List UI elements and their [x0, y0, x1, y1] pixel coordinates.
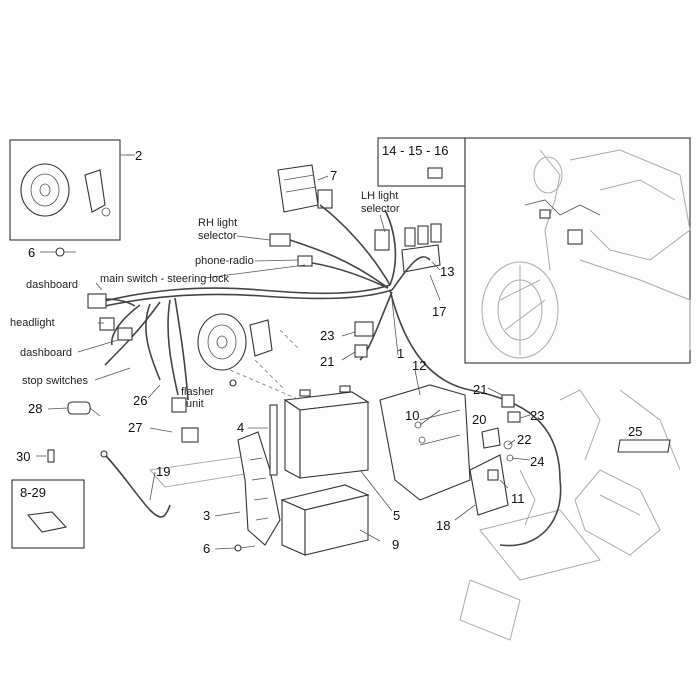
voltage-regulator: [277, 164, 333, 213]
label-lh-light: LH light: [361, 190, 398, 202]
callout-23-right: 23: [530, 408, 544, 423]
callout-25: 25: [628, 424, 642, 439]
rod: [269, 404, 278, 476]
callout-1: 1: [397, 346, 404, 361]
label-main-switch: main switch - steering lock: [100, 273, 229, 285]
label-dashboard-top: dashboard: [26, 279, 78, 291]
fuses-range-label: 14 - 15 - 16: [382, 143, 449, 158]
label-flasher-unit: unit: [186, 398, 204, 410]
horn-inset: [9, 139, 135, 241]
scooter-inset: [464, 137, 691, 364]
callout-4: 4: [237, 420, 244, 435]
label-rh-selector: selector: [198, 230, 237, 242]
label-phone-radio: phone-radio: [195, 255, 254, 267]
callout-21-left: 21: [320, 354, 334, 369]
misc-parts: [47, 247, 301, 552]
callout-27: 27: [128, 420, 142, 435]
callout-6-bottom: 6: [203, 541, 210, 556]
battery-tray: [280, 484, 370, 556]
battery-holder: [379, 384, 471, 501]
callout-9: 9: [392, 537, 399, 552]
bracket-range-label: 8-29: [20, 485, 46, 500]
callout-22: 22: [517, 432, 531, 447]
leader-lines: [36, 154, 531, 550]
callout-17: 17: [432, 304, 446, 319]
callout-12: 12: [412, 358, 426, 373]
label-flasher: flasher: [181, 386, 214, 398]
callout-7: 7: [330, 168, 337, 183]
callout-13: 13: [440, 264, 454, 279]
callout-3: 3: [203, 508, 210, 523]
horn: [197, 313, 273, 371]
callout-23-left: 23: [320, 328, 334, 343]
label-headlight: headlight: [10, 317, 55, 329]
callout-21-right: 21: [473, 382, 487, 397]
callout-20: 20: [472, 412, 486, 427]
label-dashboard-mid: dashboard: [20, 347, 72, 359]
battery: [283, 385, 370, 479]
callout-11: 11: [511, 491, 525, 506]
callout-26: 26: [133, 393, 147, 408]
label-stop-switches: stop switches: [22, 375, 89, 387]
callout-numbers: 2 6 7 13 17 23 21 1 12 26 28 27 4 10 21 …: [16, 143, 642, 556]
small-parts: [469, 394, 521, 516]
callout-19: 19: [156, 464, 170, 479]
fuses-inset: [377, 137, 466, 187]
bracket-inset: [11, 479, 85, 549]
callout-28: 28: [28, 401, 42, 416]
callout-24: 24: [530, 454, 544, 469]
chassis-ghost: [149, 389, 681, 641]
flasher-unit: [171, 397, 199, 443]
callout-18: 18: [436, 518, 450, 533]
text-labels: RH light selector LH light selector phon…: [10, 190, 400, 410]
callout-5: 5: [393, 508, 400, 523]
label-rh-light: RH light: [198, 217, 237, 229]
callout-10: 10: [405, 408, 419, 423]
side-cover: [237, 431, 281, 546]
callout-30: 30: [16, 449, 30, 464]
callout-2: 2: [135, 148, 142, 163]
wiring-harness: [99, 204, 562, 547]
callout-6-top: 6: [28, 245, 35, 260]
strip-25: [617, 439, 671, 453]
connectors: [87, 229, 390, 358]
label-lh-selector: selector: [361, 203, 400, 215]
